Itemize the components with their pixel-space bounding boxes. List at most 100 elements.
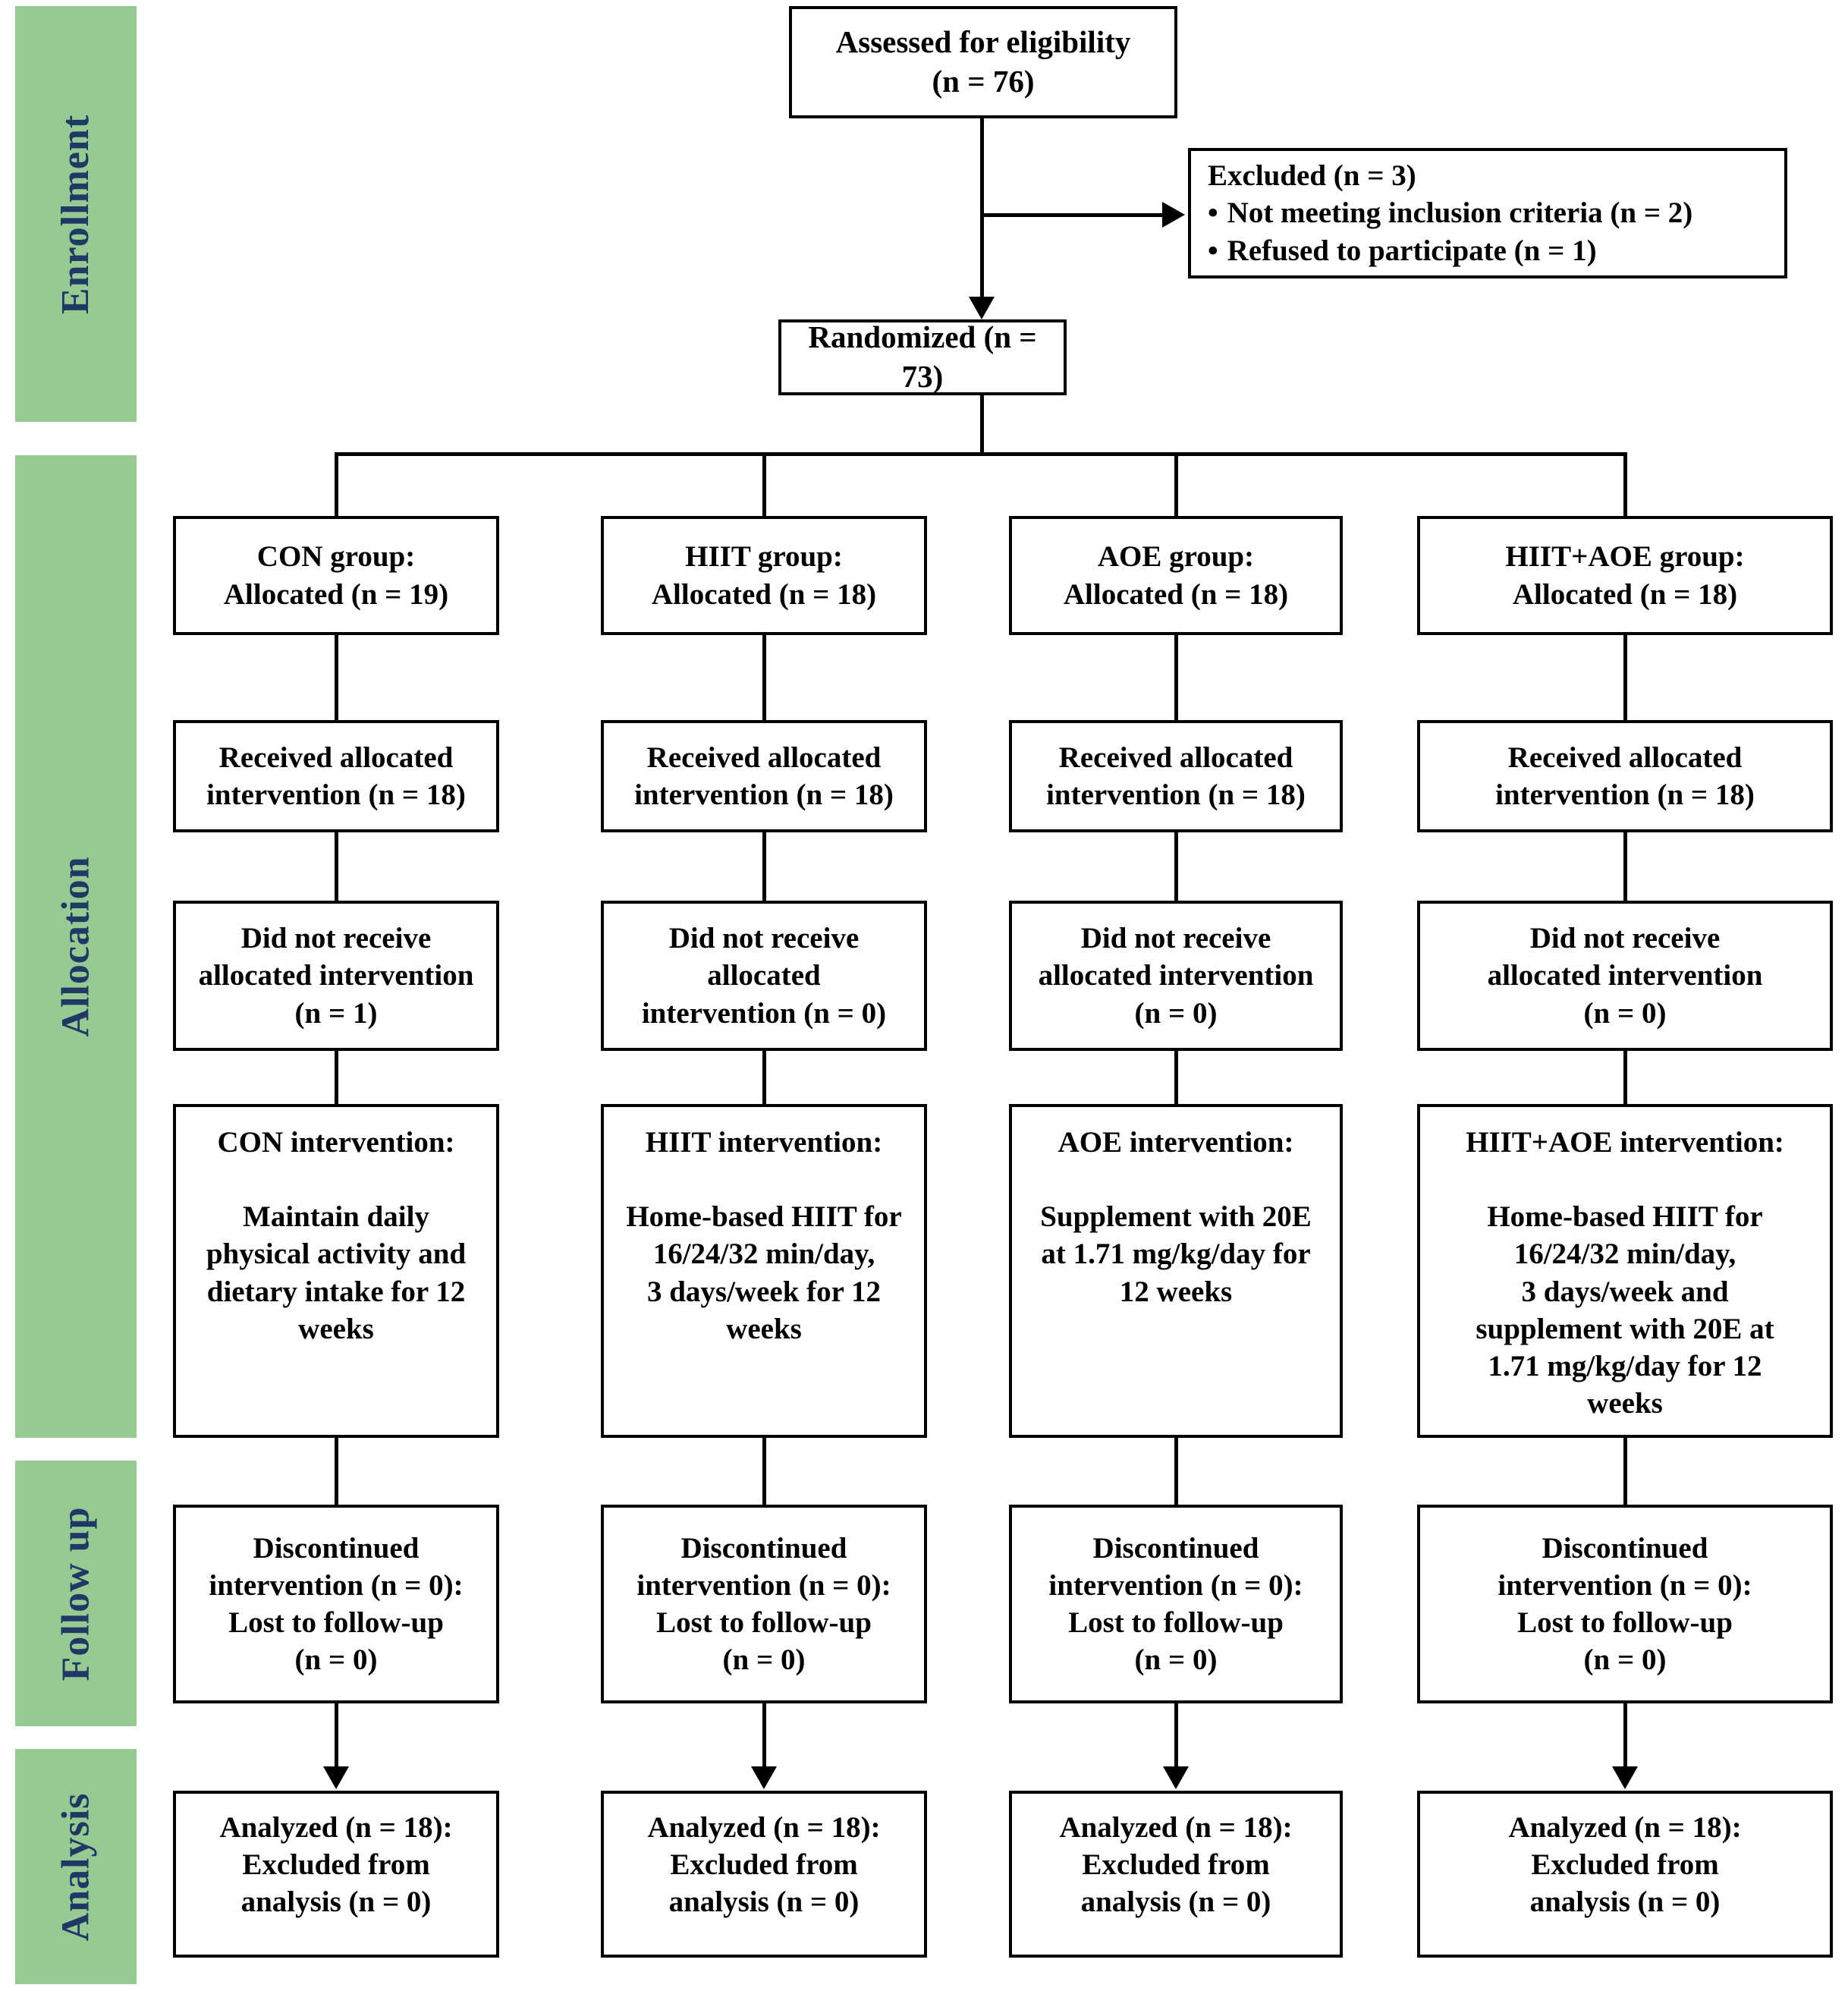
allocated-hiit-line-1: HIIT group:: [685, 540, 843, 574]
followup-con-line-1: Discontinued: [253, 1531, 420, 1565]
arrow-aoe-to-analysis: [1163, 1766, 1189, 1789]
excluded-item-2-row: • Refused to participate (n = 1): [1208, 232, 1775, 269]
not-received-aoe-line-2: allocated intervention: [1038, 959, 1314, 992]
arrow-con-to-analysis: [323, 1766, 349, 1789]
intervention-aoe-body-3: 12 weeks: [1119, 1275, 1233, 1308]
followup-hiit-line-2: intervention (n = 0):: [636, 1568, 891, 1602]
not-received-aoe-line-1: Did not receive: [1080, 922, 1271, 955]
box-allocated-hiit-aoe: HIIT+AOE group: Allocated (n = 18): [1417, 516, 1833, 635]
analysis-con-line-3: analysis (n = 0): [240, 1886, 432, 1919]
intervention-hiit-aoe-body-3: 3 days/week and: [1521, 1275, 1729, 1308]
box-analysis-hiit-aoe: Analyzed (n = 18): Excluded from analysi…: [1417, 1791, 1833, 1958]
intervention-aoe-title: AOE intervention:: [1058, 1126, 1294, 1159]
box-analysis-con: Analyzed (n = 18): Excluded from analysi…: [173, 1791, 499, 1958]
box-not-received-hiit: Did not receive allocated intervention (…: [601, 901, 927, 1051]
followup-con-line-2: intervention (n = 0):: [209, 1568, 464, 1602]
arrow-hiit-aoe-to-analysis: [1612, 1766, 1638, 1789]
connector-hiit-aoe-alloc-to-received: [1623, 635, 1627, 720]
followup-hiit-line-1: Discontinued: [680, 1531, 847, 1565]
connector-branch-to-hiit: [762, 452, 766, 516]
analysis-con-line-2: Excluded from: [242, 1848, 430, 1882]
connector-branch-to-aoe: [1174, 452, 1178, 516]
box-not-received-hiit-aoe: Did not receive allocated intervention (…: [1417, 901, 1833, 1051]
analysis-hiit-aoe-line-3: analysis (n = 0): [1529, 1886, 1721, 1919]
connector-branch-to-hiit-aoe: [1623, 452, 1627, 516]
connector-hiit-aoe-followup-to-analysis: [1623, 1703, 1627, 1768]
followup-aoe-line-3: Lost to follow-up: [1068, 1606, 1284, 1639]
followup-hiit-aoe-line-1: Discontinued: [1542, 1531, 1708, 1565]
excluded-item-1: Not meeting inclusion criteria (n = 2): [1227, 197, 1693, 230]
connector-hiit-intervention-to-followup: [762, 1438, 766, 1505]
box-not-received-aoe: Did not receive allocated intervention (…: [1009, 901, 1343, 1051]
box-not-received-con: Did not receive allocated intervention (…: [173, 901, 499, 1051]
connector-hiit-aoe-notreceived-to-intervention: [1623, 1051, 1627, 1127]
allocated-hiit-line-2: Allocated (n = 18): [651, 577, 877, 611]
followup-hiit-line-3: Lost to follow-up: [656, 1606, 872, 1639]
stage-label-enrollment: Enrollment: [54, 114, 98, 314]
stage-band-analysis: Analysis: [15, 1749, 137, 1984]
box-allocated-aoe: AOE group: Allocated (n = 18): [1009, 516, 1343, 635]
intervention-con-title: CON intervention:: [217, 1126, 455, 1159]
not-received-hiit-aoe-line-1: Did not receive: [1529, 922, 1721, 955]
not-received-hiit-aoe-line-2: allocated intervention: [1487, 959, 1763, 992]
intervention-hiit-aoe-body-2: 16/24/32 min/day,: [1513, 1238, 1736, 1271]
followup-con-line-4: (n = 0): [294, 1643, 378, 1677]
box-allocated-hiit: HIIT group: Allocated (n = 18): [601, 516, 927, 635]
received-con-line-2: intervention (n = 18): [206, 778, 466, 811]
box-analysis-aoe: Analyzed (n = 18): Excluded from analysi…: [1009, 1791, 1343, 1958]
box-randomized: Randomized (n = 73): [778, 319, 1067, 395]
followup-aoe-line-2: intervention (n = 0):: [1048, 1568, 1303, 1602]
excluded-item-2: Refused to participate (n = 1): [1227, 234, 1597, 267]
received-aoe-line-1: Received allocated: [1058, 741, 1293, 774]
box-intervention-hiit-aoe: HIIT+AOE intervention: Home-based HIIT f…: [1417, 1104, 1833, 1438]
box-analysis-hiit: Analyzed (n = 18): Excluded from analysi…: [601, 1791, 927, 1958]
intervention-aoe-body-2: at 1.71 mg/kg/day for: [1041, 1238, 1311, 1271]
stage-label-analysis: Analysis: [54, 1792, 98, 1941]
intervention-hiit-body-4: weeks: [726, 1312, 802, 1345]
intervention-hiit-body-3: 3 days/week for 12: [646, 1275, 882, 1308]
not-received-hiit-line-2: allocated: [707, 959, 821, 992]
allocated-con-line-2: Allocated (n = 19): [223, 577, 449, 611]
analysis-con-line-1: Analyzed (n = 18):: [219, 1811, 453, 1844]
analysis-hiit-aoe-line-2: Excluded from: [1531, 1848, 1719, 1882]
received-hiit-line-2: intervention (n = 18): [634, 778, 894, 811]
received-hiit-aoe-line-1: Received allocated: [1507, 741, 1743, 774]
intervention-con-body-4: weeks: [298, 1312, 374, 1345]
assessed-line-1: Assessed for eligibility: [835, 24, 1131, 60]
connector-hiit-alloc-to-received: [762, 635, 766, 720]
connector-con-notreceived-to-intervention: [335, 1051, 338, 1127]
connector-hiit-aoe-received-to-notreceived: [1623, 832, 1627, 901]
stage-band-followup: Follow up: [15, 1461, 137, 1726]
connector-hiit-notreceived-to-intervention: [762, 1051, 766, 1127]
connector-aoe-intervention-to-followup: [1174, 1438, 1178, 1505]
intervention-aoe-body-1: Supplement with 20E: [1040, 1200, 1312, 1234]
analysis-hiit-line-3: analysis (n = 0): [668, 1886, 860, 1919]
received-con-line-1: Received allocated: [218, 741, 454, 774]
connector-hiit-followup-to-analysis: [762, 1703, 766, 1768]
connector-hiit-aoe-intervention-to-followup: [1623, 1438, 1627, 1505]
assessed-line-2: (n = 76): [932, 64, 1035, 99]
box-followup-hiit-aoe: Discontinued intervention (n = 0): Lost …: [1417, 1505, 1833, 1703]
intervention-hiit-title: HIIT intervention:: [645, 1126, 883, 1159]
box-intervention-aoe: AOE intervention: Supplement with 20E at…: [1009, 1104, 1343, 1438]
arrow-hiit-to-analysis: [751, 1766, 777, 1789]
connector-aoe-notreceived-to-intervention: [1174, 1051, 1178, 1127]
connector-to-excluded: [980, 213, 1165, 217]
intervention-hiit-body-2: 16/24/32 min/day,: [652, 1238, 875, 1271]
allocated-con-line-1: CON group:: [256, 540, 416, 574]
box-intervention-con: CON intervention: Maintain daily physica…: [173, 1104, 499, 1438]
analysis-aoe-line-1: Analyzed (n = 18):: [1059, 1811, 1293, 1844]
followup-hiit-aoe-line-4: (n = 0): [1583, 1643, 1667, 1677]
connector-con-intervention-to-followup: [335, 1438, 338, 1505]
box-followup-hiit: Discontinued intervention (n = 0): Lost …: [601, 1505, 927, 1703]
followup-aoe-line-1: Discontinued: [1092, 1531, 1259, 1565]
connector-con-followup-to-analysis: [335, 1703, 338, 1768]
box-followup-con: Discontinued intervention (n = 0): Lost …: [173, 1505, 499, 1703]
followup-hiit-aoe-line-2: intervention (n = 0):: [1498, 1568, 1752, 1602]
allocated-aoe-line-2: Allocated (n = 18): [1063, 577, 1289, 611]
stage-label-followup: Follow up: [54, 1505, 98, 1681]
box-assessed-for-eligibility: Assessed for eligibility (n = 76): [789, 6, 1177, 118]
bullet-icon: •: [1208, 234, 1218, 267]
box-received-hiit-aoe: Received allocated intervention (n = 18): [1417, 720, 1833, 832]
